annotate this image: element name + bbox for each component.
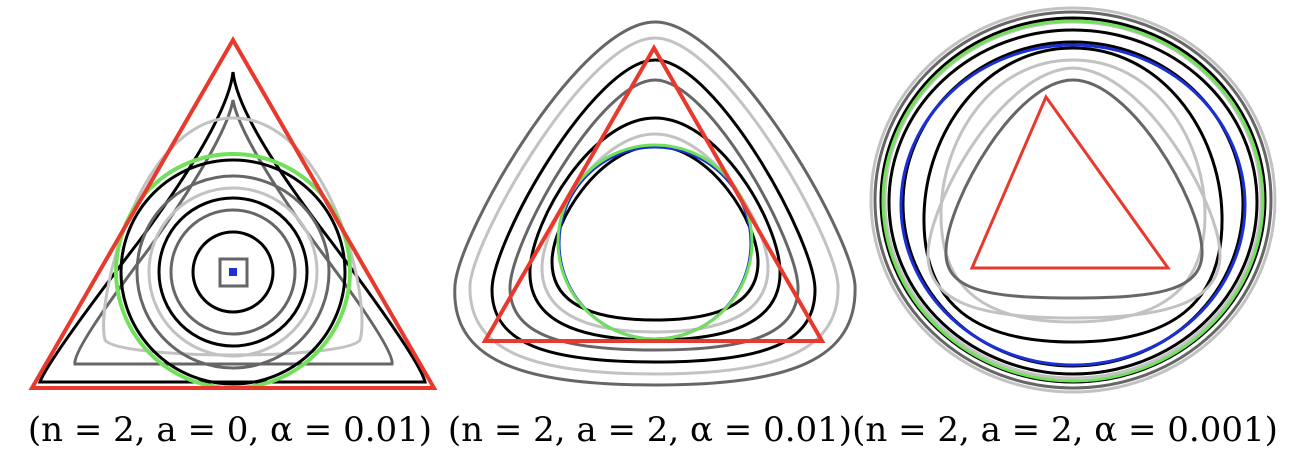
level-curve xyxy=(887,28,1259,376)
level-curve xyxy=(468,36,840,376)
panel-1-svg xyxy=(28,36,438,390)
simplex-triangle xyxy=(28,36,438,390)
blue-curve xyxy=(899,43,1247,367)
level-curve xyxy=(939,58,1207,324)
level-curve xyxy=(540,132,770,334)
level-curve xyxy=(944,78,1204,300)
inscribed-circle xyxy=(881,19,1265,383)
level-curve xyxy=(873,10,1273,390)
level-curve xyxy=(135,174,331,370)
level-curve xyxy=(191,230,275,314)
level-curve xyxy=(490,58,817,364)
level-curve xyxy=(550,144,760,322)
panel-3-svg xyxy=(869,6,1277,394)
panel-2-diagram xyxy=(430,0,860,400)
level-curve xyxy=(508,78,800,352)
simplex-triangle xyxy=(969,93,1171,270)
level-curve xyxy=(922,46,1224,344)
panel-3-caption: (n = 2, a = 2, α = 0.001) xyxy=(852,410,1278,450)
level-curve xyxy=(119,158,347,386)
inscribed-circle-outer xyxy=(556,143,754,341)
panel-2-level-curves xyxy=(453,20,857,387)
level-curve xyxy=(157,196,309,348)
panel-2-caption: (n = 2, a = 2, α = 0.01) xyxy=(447,410,853,450)
level-curve xyxy=(869,6,1277,394)
level-curve xyxy=(453,20,857,387)
panel-3-diagram xyxy=(860,0,1290,400)
panel-2-svg xyxy=(453,20,857,387)
panel-1-level-curves xyxy=(37,71,427,386)
level-curve xyxy=(926,66,1222,320)
level-curve xyxy=(73,99,394,366)
panel-1-diagram xyxy=(0,0,438,400)
level-curve xyxy=(218,257,249,288)
level-curve xyxy=(169,208,297,336)
simplex-triangle xyxy=(481,43,826,343)
panel-3-level-curves xyxy=(869,6,1277,394)
center-point xyxy=(229,268,237,276)
panel-1-caption: (n = 2, a = 0, α = 0.01) xyxy=(27,410,433,450)
level-curve xyxy=(528,116,782,342)
level-curve xyxy=(147,186,319,358)
